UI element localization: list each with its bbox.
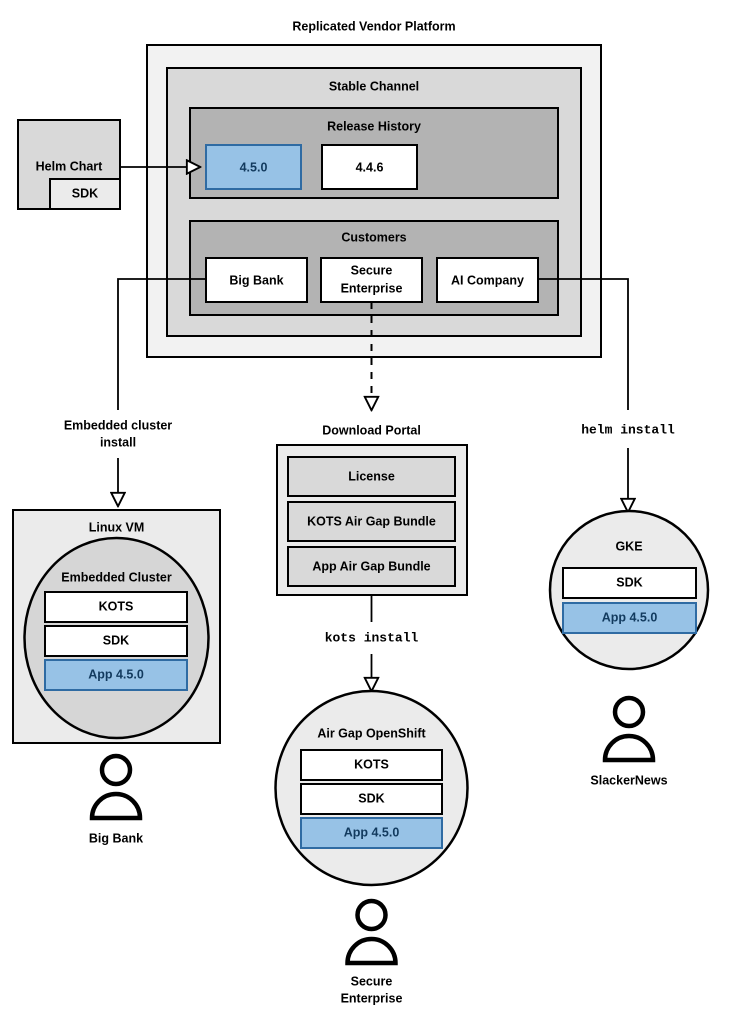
- customer-ai-company-label: AI Company: [451, 273, 524, 287]
- actor-secure-enterprise-label-line2: Enterprise: [341, 991, 403, 1005]
- release-4-5-0-box[interactable]: [205, 144, 302, 190]
- openshift-component-sdk-box[interactable]: [300, 783, 443, 815]
- download-portal-title: Download Portal: [322, 423, 421, 437]
- person-body-icon: [345, 936, 398, 966]
- embedded-cluster-title: Embedded Cluster: [61, 570, 172, 584]
- linux-vm-component-app-box[interactable]: [44, 659, 188, 691]
- page-title: Replicated Vendor Platform: [292, 19, 455, 33]
- linux-vm-component-sdk-label: SDK: [103, 633, 129, 647]
- openshift-component-kots-box[interactable]: [300, 749, 443, 781]
- connector-bigbank-down: [117, 278, 206, 410]
- artifact-license-label: License: [348, 469, 395, 483]
- actor-slackernews: [602, 695, 656, 763]
- connector-helm-install-label: helm install: [581, 422, 675, 437]
- gke-component-sdk-label: SDK: [616, 575, 642, 589]
- release-4-4-6-box[interactable]: [321, 144, 418, 190]
- helm-chart-sdk-box[interactable]: [49, 178, 121, 210]
- actor-big-bank: [89, 753, 143, 821]
- openshift-component-sdk-label: SDK: [358, 791, 384, 805]
- release-4-5-0-label: 4.5.0: [240, 160, 268, 174]
- connector-embedded-install-label-line2: install: [100, 435, 136, 449]
- connector-kots-install-label: kots install: [325, 630, 419, 645]
- linux-vm-component-sdk-box[interactable]: [44, 625, 188, 657]
- artifact-app-airgap-label: App Air Gap Bundle: [312, 559, 430, 573]
- customer-secure-enterprise-box[interactable]: [320, 257, 423, 303]
- gke-component-sdk-box[interactable]: [562, 567, 697, 599]
- person-body-icon: [602, 733, 656, 763]
- customers-title: Customers: [341, 230, 406, 244]
- artifact-app-airgap-box[interactable]: [287, 546, 456, 587]
- gke-title: GKE: [615, 539, 642, 553]
- customer-big-bank-label: Big Bank: [229, 273, 283, 287]
- openshift-component-app-box[interactable]: [300, 817, 443, 849]
- linux-vm-component-kots-box[interactable]: [44, 591, 188, 623]
- openshift-component-kots-label: KOTS: [354, 757, 389, 771]
- connector-aicompany-down: [538, 278, 629, 410]
- connector-embedded-install-label-line1: Embedded cluster: [64, 418, 172, 432]
- linux-vm-component-kots-label: KOTS: [99, 599, 134, 613]
- gke-component-app-label: App 4.5.0: [602, 610, 658, 624]
- helm-chart-label: Helm Chart: [36, 159, 104, 173]
- customer-secure-enterprise-label-line2: Enterprise: [341, 281, 403, 295]
- air-gap-openshift-title: Air Gap OpenShift: [317, 726, 426, 740]
- actor-secure-enterprise: [345, 898, 398, 966]
- person-head-icon: [99, 753, 133, 787]
- linux-vm-component-app-label: App 4.5.0: [88, 667, 144, 681]
- linux-vm-title: Linux VM: [89, 520, 145, 534]
- person-body-icon: [89, 791, 143, 821]
- openshift-component-app-label: App 4.5.0: [344, 825, 400, 839]
- person-head-icon: [612, 695, 646, 729]
- stable-channel-title: Stable Channel: [329, 79, 419, 93]
- artifact-license-box[interactable]: [287, 456, 456, 497]
- artifact-kots-airgap-box[interactable]: [287, 501, 456, 542]
- actor-secure-enterprise-label-line1: Secure: [351, 974, 393, 988]
- customer-big-bank-box[interactable]: [205, 257, 308, 303]
- helm-chart-sdk-label: SDK: [72, 186, 98, 200]
- actor-slackernews-label: SlackerNews: [590, 773, 667, 787]
- person-head-icon: [355, 898, 388, 932]
- gke-component-app-box[interactable]: [562, 602, 697, 634]
- actor-big-bank-label: Big Bank: [89, 831, 143, 845]
- release-history-title: Release History: [327, 119, 421, 133]
- customer-secure-enterprise-label-line1: Secure: [351, 263, 393, 277]
- artifact-kots-airgap-label: KOTS Air Gap Bundle: [307, 514, 436, 528]
- release-4-4-6-label: 4.4.6: [356, 160, 384, 174]
- customer-ai-company-box[interactable]: [436, 257, 539, 303]
